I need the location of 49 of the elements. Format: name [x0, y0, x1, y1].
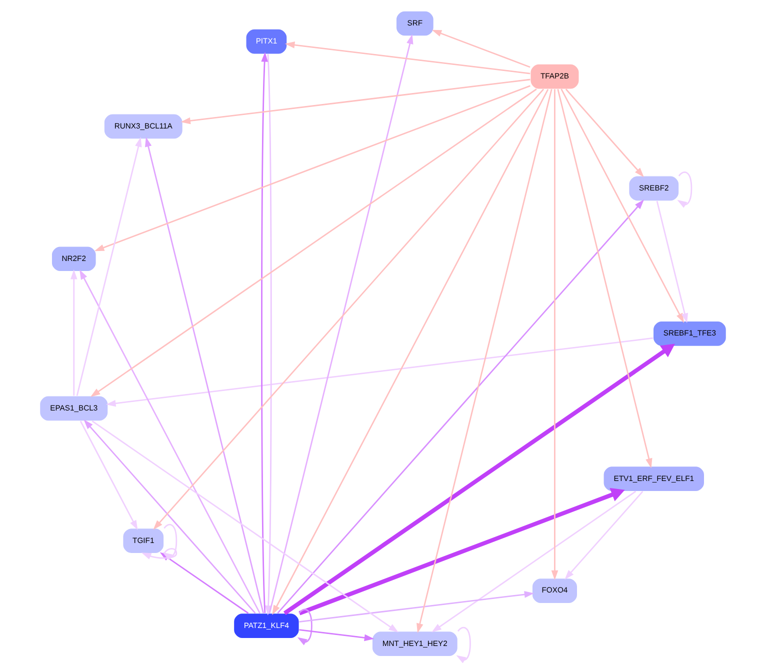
arrow: [431, 490, 636, 632]
node-box: TFAP2B: [530, 64, 579, 90]
arrow: [91, 420, 398, 632]
node-box: SRF: [395, 10, 434, 36]
arrow: [296, 608, 312, 646]
arrow: [550, 89, 558, 580]
arrow: [284, 42, 530, 74]
arrow: [298, 629, 374, 642]
arrow: [282, 344, 675, 615]
arrow: [560, 88, 684, 323]
arrow: [76, 137, 142, 396]
arrow: [431, 30, 530, 68]
arrow: [140, 548, 177, 560]
arrow: [70, 270, 77, 396]
node-box: NR2F2: [50, 246, 96, 272]
arrow: [79, 420, 138, 530]
arrow: [416, 89, 552, 634]
arrow: [152, 88, 544, 530]
arrow: [298, 591, 534, 622]
arrow: [268, 34, 413, 614]
arrow: [94, 85, 530, 252]
arrow: [105, 337, 653, 407]
arrow: [260, 52, 268, 614]
arrow: [298, 488, 624, 616]
node-box: SREBF2: [628, 176, 679, 202]
arrow: [556, 89, 652, 468]
node-box: EPAS1_BCL3: [38, 396, 108, 422]
arrow: [90, 88, 536, 397]
node-box: PATZ1_KLF4: [232, 612, 299, 639]
arrow: [564, 491, 643, 580]
arrow: [676, 172, 692, 208]
node-box: TGIF1: [122, 528, 164, 554]
node-box: PITX1: [245, 28, 287, 54]
arrow: [276, 200, 644, 614]
arrow: [162, 524, 177, 560]
arrow: [83, 420, 256, 614]
arrow: [272, 88, 548, 615]
node-box: RUNX3_BCL11A: [103, 114, 183, 140]
arrow: [264, 54, 272, 616]
node-box: FOXO4: [531, 578, 578, 604]
node-box: ETV1_ERF_FEV_ELF1: [602, 466, 704, 492]
node-box: MNT_HEY1_HEY2: [371, 630, 458, 657]
arrow: [79, 270, 260, 614]
arrow: [456, 626, 470, 663]
arrow: [180, 78, 530, 124]
arrow: [564, 88, 644, 178]
arrow: [144, 136, 264, 614]
node-box: SREBF1_TFE3: [652, 320, 726, 347]
arrow: [656, 200, 688, 323]
